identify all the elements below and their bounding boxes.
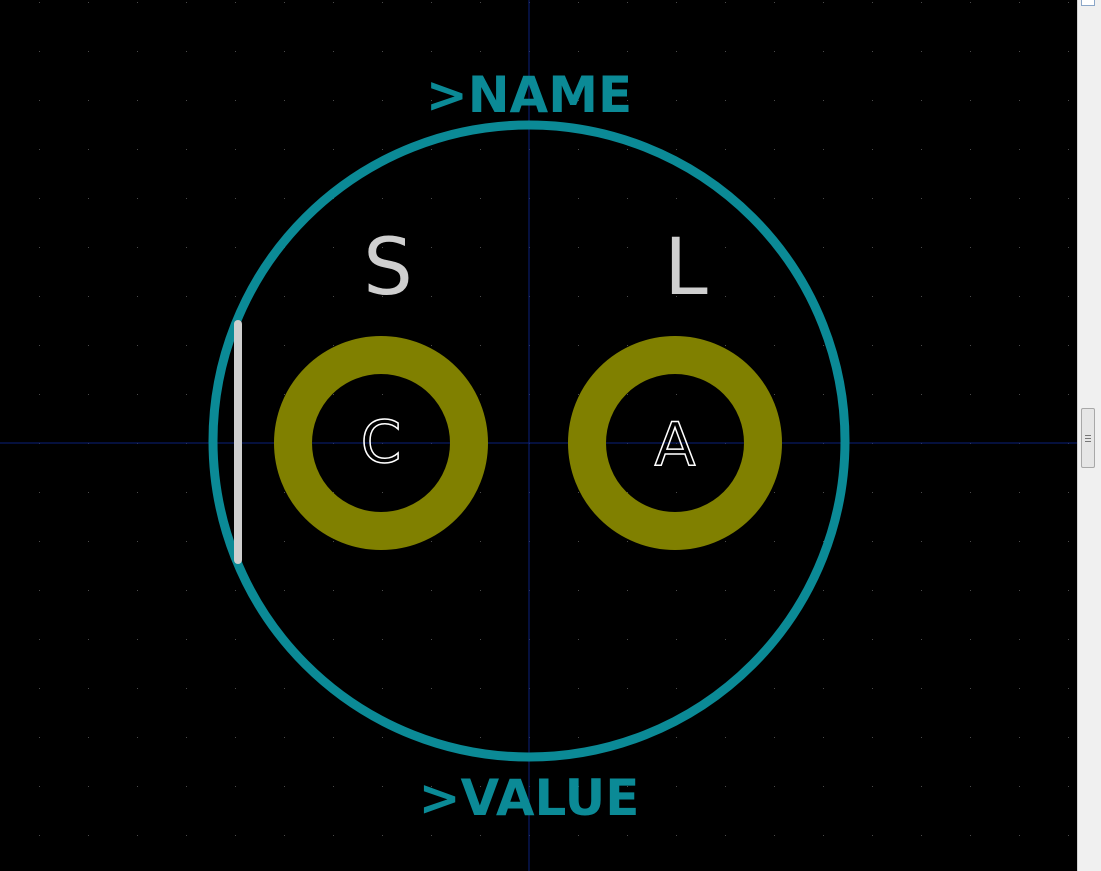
pcb-canvas[interactable]: C A S L >NAME >VALUE (0, 0, 1077, 871)
grip-line-icon (1085, 441, 1091, 442)
scroll-up-button[interactable] (1081, 0, 1095, 6)
grip-line-icon (1085, 438, 1091, 439)
silkscreen-label-s[interactable]: S (363, 223, 413, 313)
footprint-drawing: C A S L >NAME >VALUE (0, 0, 1077, 871)
vertical-scrollbar[interactable] (1077, 0, 1101, 871)
grip-line-icon (1085, 435, 1091, 436)
pad-a-ring[interactable] (568, 336, 782, 550)
pad-a[interactable]: A (568, 336, 782, 550)
fab-outline-circle[interactable] (208, 120, 850, 762)
pad-a-label: A (654, 410, 695, 480)
pad-c[interactable]: C (274, 336, 488, 550)
value-field[interactable]: >VALUE (419, 769, 640, 827)
pad-c-ring[interactable] (274, 336, 488, 550)
name-field[interactable]: >NAME (426, 66, 632, 124)
pad-c-label: C (361, 408, 402, 476)
scrollbar-thumb[interactable] (1081, 408, 1095, 468)
silkscreen-label-l[interactable]: L (664, 223, 708, 313)
